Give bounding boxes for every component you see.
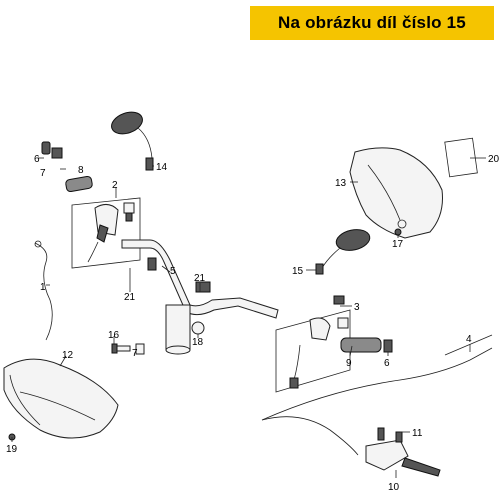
callout-6-right: 6 <box>384 358 390 369</box>
callout-5: 5 <box>170 266 176 277</box>
callout-16: 16 <box>108 330 120 341</box>
callout-8: 8 <box>78 165 84 176</box>
left-switch-assembly <box>71 197 141 269</box>
mirror-right <box>315 229 371 275</box>
callout-19: 19 <box>6 444 18 455</box>
callout-4: 4 <box>466 334 472 345</box>
callout-2: 2 <box>112 180 118 191</box>
banner-text: Na obrázku díl číslo 15 <box>278 13 466 32</box>
callout-9: 9 <box>346 358 352 369</box>
callout-3: 3 <box>354 302 360 313</box>
handlebar <box>121 239 279 355</box>
throttle-cable <box>261 334 493 456</box>
callout-17: 17 <box>392 239 404 250</box>
nut <box>191 321 205 335</box>
mirror-left <box>111 111 154 171</box>
brake-lever <box>365 427 441 477</box>
callout-7-washer: 7 <box>132 348 138 359</box>
right-grip <box>340 337 393 353</box>
callout-18: 18 <box>192 337 204 348</box>
callout-7: 7 <box>40 168 46 179</box>
brake-cable-left <box>34 240 53 341</box>
bolt-and-washer <box>111 343 145 355</box>
part-number-banner: Na obrázku díl číslo 15 <box>250 6 494 40</box>
callout-20: 20 <box>488 154 500 165</box>
left-grip <box>41 141 93 193</box>
leader-lines <box>11 157 486 478</box>
callout-13: 13 <box>335 178 347 189</box>
screw-17 <box>394 228 402 236</box>
callout-14: 14 <box>156 162 168 173</box>
callout-21-left: 21 <box>124 292 136 303</box>
callout-21-right: 21 <box>194 273 206 284</box>
callout-6: 6 <box>34 154 40 165</box>
front-cover <box>3 358 119 439</box>
callout-11: 11 <box>412 428 423 439</box>
callout-labels: 6 7 8 14 2 1 5 21 21 16 7 18 12 19 13 20… <box>6 154 500 493</box>
callout-1: 1 <box>40 282 46 293</box>
label-plate <box>444 137 478 178</box>
callout-12: 12 <box>62 350 74 361</box>
right-switch-assembly <box>275 295 351 393</box>
callout-15: 15 <box>292 266 304 277</box>
rear-cover <box>349 147 443 239</box>
callout-10: 10 <box>388 482 400 493</box>
